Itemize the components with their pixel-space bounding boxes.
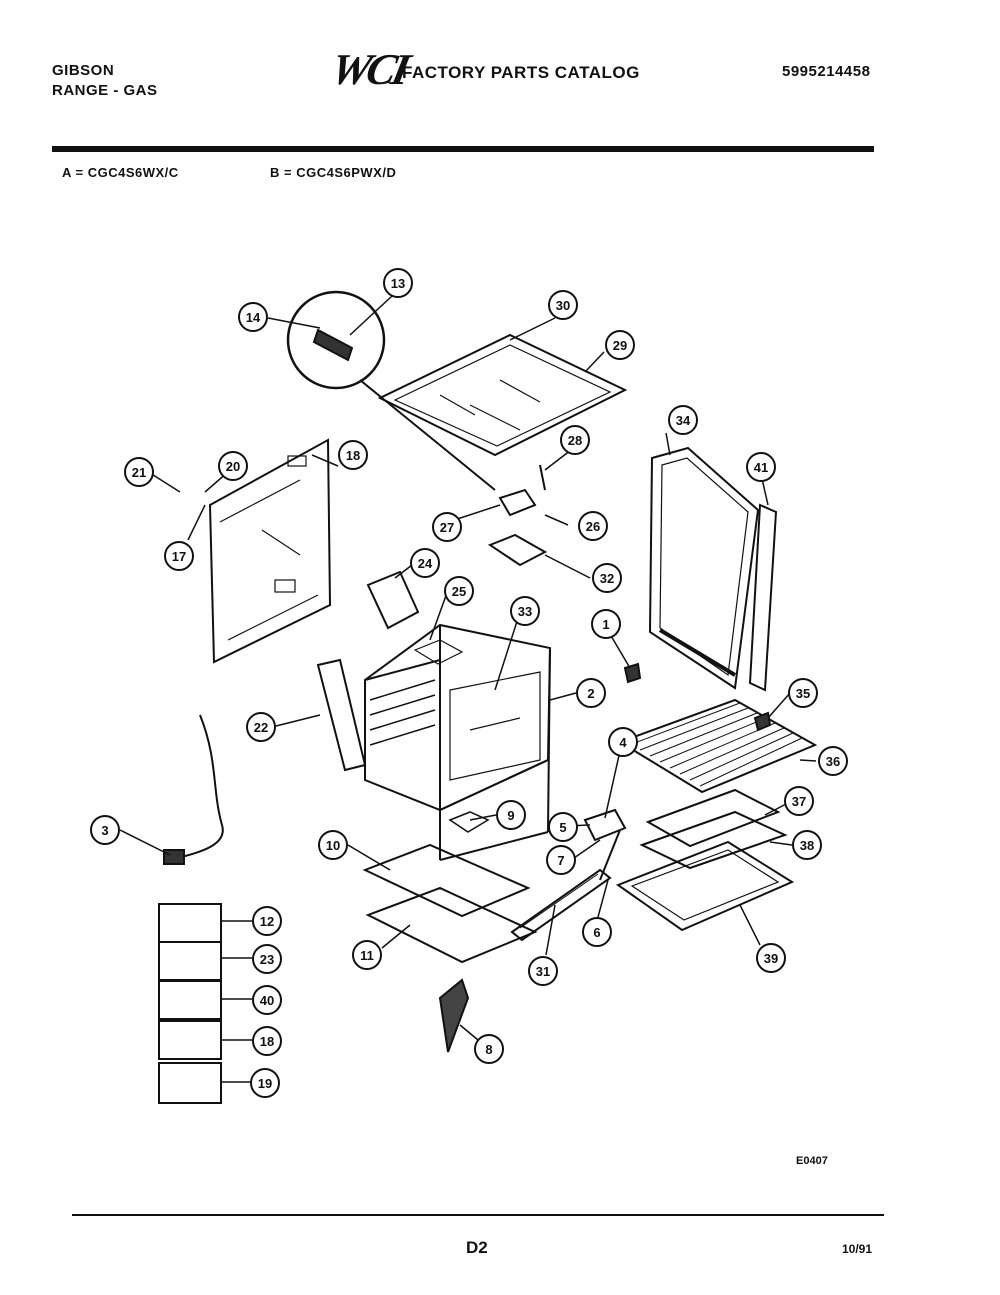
legend-box-5	[158, 1062, 222, 1104]
callout-35: 35	[788, 678, 818, 708]
burner-rail	[510, 868, 612, 942]
callout-12: 12	[252, 906, 282, 936]
page-number: D2	[466, 1238, 488, 1257]
diagram-code: E0407	[796, 1155, 828, 1167]
model-a: A = CGC4S6WX/C	[62, 165, 179, 180]
broiler-pan	[645, 788, 781, 848]
trim-strip	[748, 503, 778, 692]
catalog-number: 5995214458	[782, 63, 871, 80]
callout-32: 32	[592, 563, 622, 593]
callout-30: 30	[548, 290, 578, 320]
callout-29: 29	[605, 330, 635, 360]
callout-18: 18	[338, 440, 368, 470]
callout-38: 38	[792, 830, 822, 860]
callout-36: 36	[818, 746, 848, 776]
product-type: RANGE - GAS	[52, 82, 158, 99]
callout-19: 19	[250, 1068, 280, 1098]
callout-37: 37	[784, 786, 814, 816]
burner-assembly	[583, 808, 627, 842]
callout-26: 26	[578, 511, 608, 541]
power-cord	[177, 714, 224, 859]
broiler-grid	[639, 810, 788, 870]
callout-34: 34	[668, 405, 698, 435]
igniter-bracket	[438, 978, 470, 1053]
side-panel	[648, 446, 760, 690]
catalog-title: FACTORY PARTS CATALOG	[402, 63, 640, 82]
callout-5: 5	[548, 812, 578, 842]
bottom-panel-10	[362, 843, 531, 918]
detail-leader	[359, 379, 496, 491]
callout-20: 20	[218, 451, 248, 481]
callout-9: 9	[496, 800, 526, 830]
revision-date: 10/91	[842, 1242, 873, 1256]
callout-24: 24	[410, 548, 440, 578]
callout-6: 6	[582, 917, 612, 947]
callout-22: 22	[246, 712, 276, 742]
burner-part	[487, 533, 548, 567]
callout-10: 10	[318, 830, 348, 860]
callout-18-legend: 18	[252, 1026, 282, 1056]
bottom-panel-11	[365, 886, 538, 964]
legend-box-2	[158, 941, 222, 981]
callout-27: 27	[432, 512, 462, 542]
cooktop-outline	[377, 333, 628, 457]
callout-7: 7	[546, 845, 576, 875]
callout-1: 1	[591, 609, 621, 639]
header-rule	[52, 146, 874, 152]
broiler-part	[366, 570, 420, 630]
legend-box-3	[158, 980, 222, 1020]
side-cover	[316, 658, 367, 772]
callout-40: 40	[252, 985, 282, 1015]
callout-8: 8	[474, 1034, 504, 1064]
back-panel	[208, 438, 332, 664]
detail-circle	[286, 290, 386, 390]
callout-13: 13	[383, 268, 413, 298]
footer-rule	[72, 1214, 884, 1216]
callout-14: 14	[238, 302, 268, 332]
callout-3: 3	[90, 815, 120, 845]
callout-28: 28	[560, 425, 590, 455]
callout-25: 25	[444, 576, 474, 606]
callout-21: 21	[124, 457, 154, 487]
callout-41: 41	[746, 452, 776, 482]
model-b: B = CGC4S6PWX/D	[270, 165, 397, 180]
callout-33: 33	[510, 596, 540, 626]
legend-box-1	[158, 903, 222, 943]
callout-11: 11	[352, 940, 382, 970]
oven-rack	[617, 698, 818, 794]
callout-39: 39	[756, 943, 786, 973]
callout-2: 2	[576, 678, 606, 708]
callout-17: 17	[164, 541, 194, 571]
legend-box-4	[158, 1020, 222, 1060]
brand-name: GIBSON	[52, 62, 115, 79]
oven-body	[364, 623, 552, 812]
callout-31: 31	[528, 956, 558, 986]
part-13-shape	[312, 328, 354, 362]
callout-4: 4	[608, 727, 638, 757]
drawer-frame	[615, 840, 795, 932]
valve-part	[498, 488, 537, 517]
callout-23: 23	[252, 944, 282, 974]
